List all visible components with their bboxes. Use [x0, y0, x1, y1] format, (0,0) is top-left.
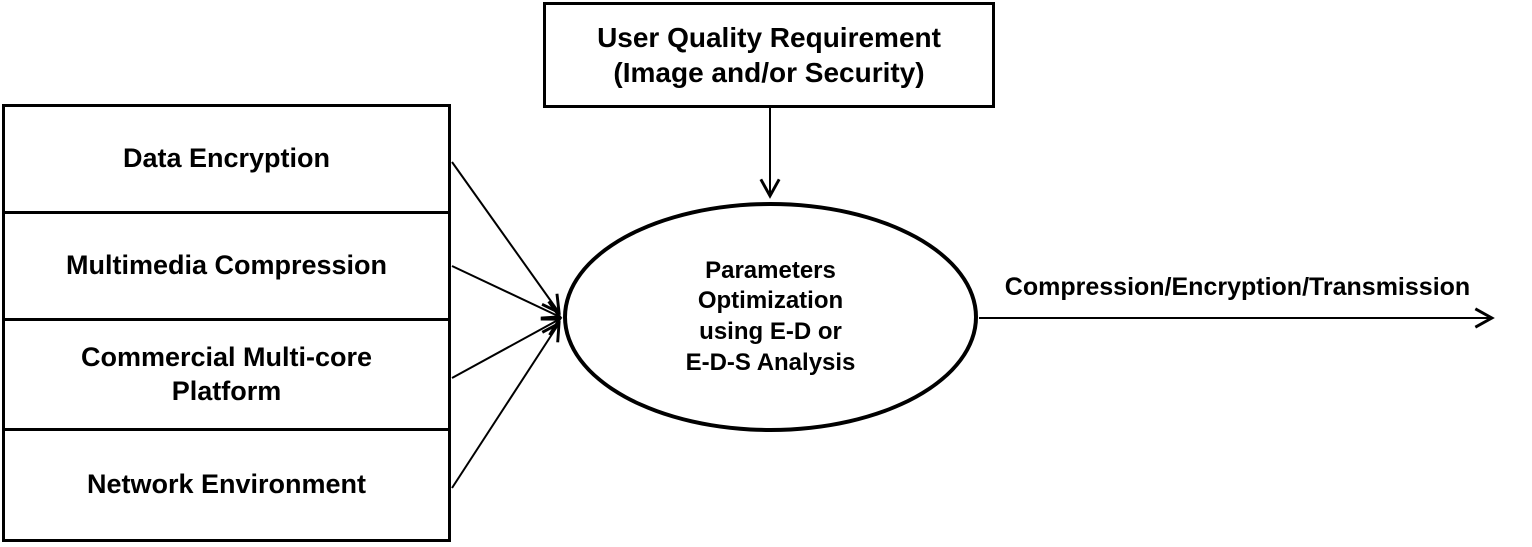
connector-multicore-platform-to-process [451, 317, 563, 379]
process-line-3: using E-D or [699, 318, 842, 345]
node-label: Multimedia Compression [65, 250, 388, 281]
input-stack: Data Encryption Multimedia Compression C… [2, 104, 451, 542]
node-label: Network Environment [86, 469, 367, 500]
process-line-1: Parameters [705, 256, 836, 284]
requirement-line-2: (Image and/or Security) [613, 57, 925, 88]
node-label: Data Encryption [122, 143, 331, 174]
node-user-quality-requirement: User Quality Requirement (Image and/or S… [543, 2, 995, 108]
requirement-line-1: User Quality Requirement [597, 22, 941, 53]
process-line-4: E-D-S Analysis [685, 348, 856, 376]
process-line-2: Optimization [697, 287, 844, 315]
connector-data-encryption-to-process [451, 161, 561, 315]
node-data-encryption: Data Encryption [2, 104, 451, 214]
node-commercial-multicore-platform: Commercial Multi-core Platform [2, 318, 451, 431]
node-parameters-optimization: Parameters Optimization using E-D or E-D… [563, 202, 978, 432]
node-multimedia-compression: Multimedia Compression [2, 211, 451, 321]
connector-network-environment-to-process [451, 320, 561, 489]
connector-multimedia-compression-to-process [451, 265, 563, 320]
node-network-environment: Network Environment [2, 428, 451, 542]
process-text: Parameters Optimization using E-D or E-D… [686, 256, 856, 379]
output-arrow-label: Compression/Encryption/Transmission [1004, 273, 1471, 301]
node-label: Commercial Multi-core Platform [80, 341, 373, 406]
